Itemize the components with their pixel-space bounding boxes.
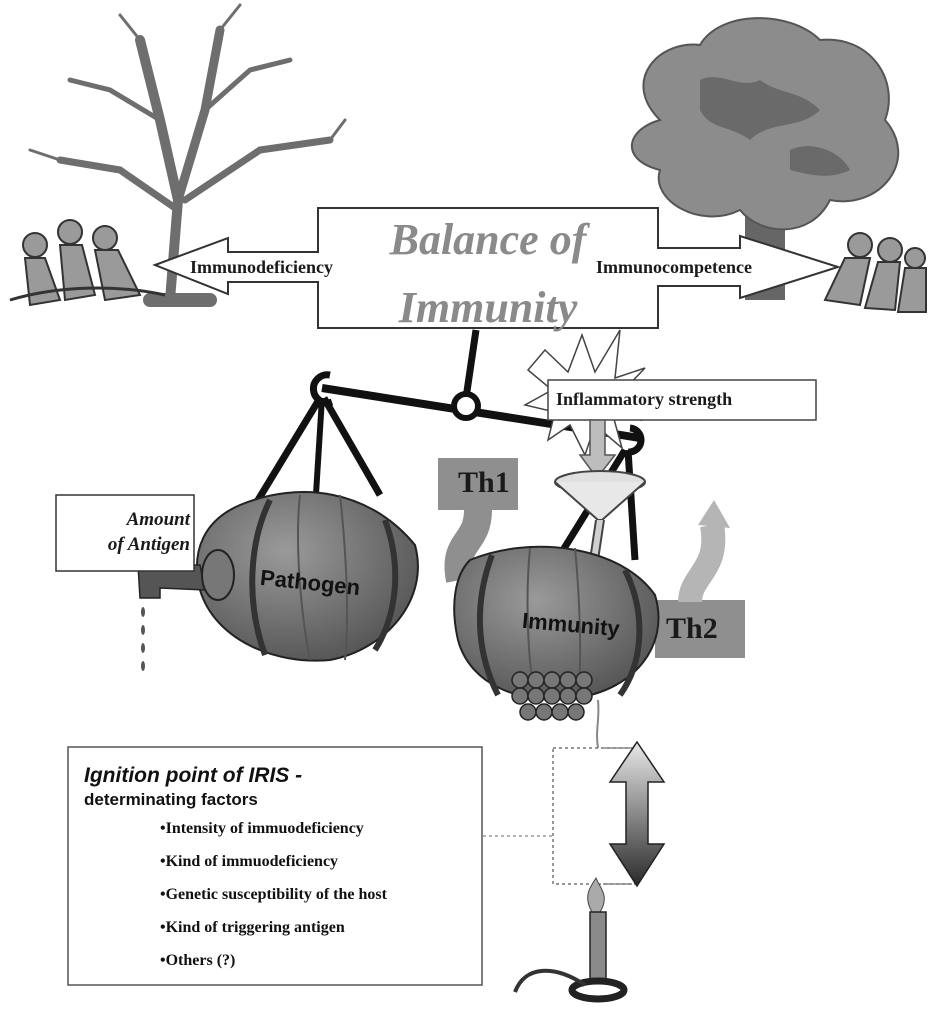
- immunodeficiency-label: Immunodeficiency: [190, 257, 333, 277]
- ignition-title: Ignition point of IRIS -: [84, 764, 303, 787]
- bare-tree-icon: [28, 3, 347, 307]
- people-pulling-right-icon: [823, 232, 927, 313]
- immunity-barrel: [453, 545, 660, 701]
- inflammatory-strength-box: [547, 379, 817, 421]
- balance-arrow: [152, 207, 842, 329]
- immunocompetence-label: Immunocompetence: [596, 257, 752, 277]
- dripping-drops-icon: [141, 607, 145, 671]
- antigen-box: [55, 494, 195, 572]
- th1-arrow: [438, 458, 518, 583]
- antigen-label-line-2: of Antigen: [107, 534, 190, 555]
- ignition-double-arrow: [608, 740, 666, 888]
- inflammation-down-arrow: [578, 419, 617, 480]
- th1-label: Th1: [458, 466, 510, 499]
- th2-label: Th2: [666, 612, 718, 645]
- firewood-logs-icon: [511, 671, 593, 721]
- inflammatory-strength-label: Inflammatory strength: [556, 389, 733, 409]
- ignition-box: [67, 746, 483, 986]
- antigen-label-line-1: Amount: [126, 509, 190, 530]
- factor-item: •Others (?): [160, 952, 236, 969]
- bunsen-burner-icon: [513, 876, 628, 1003]
- th2-arrow: [655, 500, 745, 658]
- factor-item: •Intensity of immuodeficiency: [160, 820, 364, 837]
- title-line-1: Balance of: [389, 215, 587, 264]
- ignition-subtitle: determinating factors: [84, 790, 258, 809]
- fuse-line: [596, 699, 600, 749]
- people-pulling-left-icon: [9, 219, 166, 307]
- factor-item: •Kind of immuodeficiency: [160, 853, 339, 870]
- funnel-icon: [554, 470, 646, 561]
- factor-item: •Genetic susceptibility of the host: [160, 886, 387, 903]
- factor-item: •Kind of triggering antigen: [160, 919, 345, 936]
- title-line-2: Immunity: [398, 283, 578, 332]
